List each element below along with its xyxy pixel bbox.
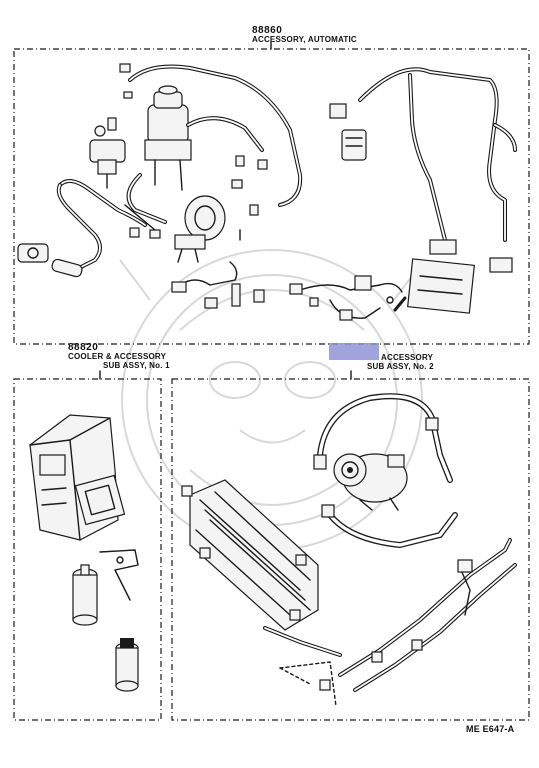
pressure-switch	[115, 638, 139, 692]
receiver-bracket	[99, 549, 139, 601]
control-amplifier	[407, 258, 475, 314]
group-88820-number: 88820	[68, 342, 99, 353]
dashed-leader-lines	[279, 661, 337, 707]
small-fittings	[107, 63, 268, 241]
cooling-unit	[29, 414, 126, 541]
diagram-code: ME E647-A	[466, 724, 515, 734]
control-cable-left	[17, 179, 147, 278]
wiring-harness-right	[329, 67, 517, 273]
group-no2-name-line1: ACCESSORY	[381, 353, 434, 362]
highlight-box	[329, 343, 379, 360]
group-88860-name: ACCESSORY, AUTOMATIC	[252, 35, 357, 44]
group-88860-number: 88860	[252, 25, 283, 36]
frame-cooler-sub-assy-1	[13, 378, 162, 721]
condenser	[181, 479, 319, 631]
discharge-hose	[321, 504, 458, 549]
vacuum-switching-valve	[89, 125, 126, 189]
compressor	[333, 453, 408, 511]
suction-hose	[313, 393, 453, 483]
harness-lower-left	[171, 261, 265, 309]
frame-automatic-accessory	[13, 48, 530, 345]
group-no2-name-line2: SUB ASSY, No. 2	[367, 362, 434, 371]
vacuum-hose-top	[128, 64, 303, 207]
group-88820-name-line1: COOLER & ACCESSORY	[68, 352, 167, 361]
harness-bottom-right	[289, 275, 407, 321]
receiver-drier	[72, 564, 98, 626]
vacuum-hoses-center	[124, 116, 264, 231]
idle-up-motor	[174, 195, 226, 263]
vacuum-actuator	[144, 85, 192, 191]
group-88820-name-line2: SUB ASSY, No. 1	[103, 361, 170, 370]
cooler-tubes	[263, 538, 517, 692]
